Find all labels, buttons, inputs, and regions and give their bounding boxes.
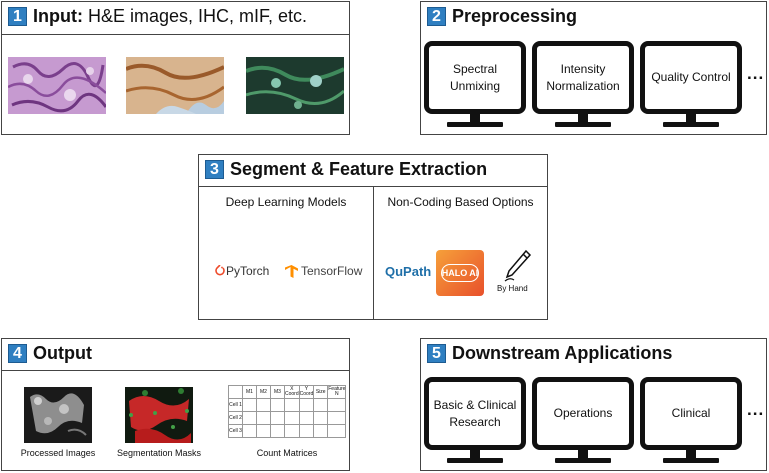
- he-image: [8, 57, 106, 114]
- step-badge: 2: [427, 7, 446, 26]
- monitor-intensity-normalization: Intensity Normalization: [532, 41, 634, 131]
- by-hand-label: By Hand: [497, 284, 528, 293]
- preprocessing-panel: 2 Preprocessing Spectral Unmixing Intens…: [420, 1, 767, 135]
- caption-segmentation-masks: Segmentation Masks: [116, 448, 202, 458]
- matrix-header: X Coord: [284, 385, 300, 399]
- column-divider: [373, 186, 374, 319]
- monitor-label: Operations: [532, 377, 634, 450]
- monitor-operations: Operations: [532, 377, 634, 467]
- matrix-header: Y Coord: [298, 385, 315, 399]
- step-badge: 3: [205, 160, 224, 179]
- monitor-quality-control: Quality Control: [640, 41, 742, 131]
- monitor-label: Intensity Normalization: [532, 41, 634, 114]
- title-text: Segment & Feature Extraction: [230, 159, 488, 179]
- qupath-logo: QuPath: [385, 264, 432, 279]
- ai-label: AI: [469, 268, 479, 278]
- matrix-header: Size: [313, 385, 329, 399]
- count-matrix-table: M1 M2 M3 X Coord Y Coord Size Feature N …: [228, 385, 347, 438]
- output-title: 4 Output: [8, 343, 92, 364]
- matrix-row-label: Cell 2: [228, 411, 243, 425]
- pytorch-label: PyTorch: [226, 264, 270, 278]
- step-badge: 5: [427, 344, 446, 363]
- preprocessing-title: 2 Preprocessing: [427, 6, 577, 27]
- tensorflow-label: TensorFlow: [301, 264, 363, 278]
- caption-count-matrices: Count Matrices: [256, 448, 318, 458]
- matrix-header: Feature N: [327, 385, 347, 399]
- pytorch-flame-icon: [215, 265, 225, 276]
- segment-panel: 3 Segment & Feature Extraction Deep Lear…: [198, 154, 548, 320]
- ihc-image: [126, 57, 224, 114]
- output-panel: 4 Output M1 M2 M3 X Coord Y Coord Size F…: [1, 338, 350, 471]
- monitor-label: Spectral Unmixing: [424, 41, 526, 114]
- monitor-clinical: Clinical: [640, 377, 742, 467]
- matrix-row-label: Cell 1: [228, 398, 243, 412]
- matrix-header: M1: [242, 385, 257, 399]
- halo-ai-logo: HALO AI: [436, 250, 484, 296]
- tensorflow-logo: TensorFlow: [285, 264, 362, 278]
- segmentation-mask-image: [125, 387, 193, 443]
- title-rest: H&E images, IHC, mIF, etc.: [87, 6, 308, 26]
- tensorflow-icon: [285, 264, 298, 278]
- pytorch-logo: PyTorch: [215, 264, 269, 278]
- monitor-label: Basic & Clinical Research: [424, 377, 526, 450]
- monitor-basic-clinical-research: Basic & Clinical Research: [424, 377, 526, 467]
- step-badge: 4: [8, 344, 27, 363]
- downstream-panel: 5 Downstream Applications Basic & Clinic…: [420, 338, 767, 471]
- mif-image: [246, 57, 344, 114]
- matrix-header: M3: [270, 385, 285, 399]
- caption-processed-images: Processed Images: [20, 448, 96, 458]
- divider: [2, 370, 349, 371]
- input-panel-title: 1 Input: H&E images, IHC, mIF, etc.: [8, 6, 307, 27]
- matrix-header: M2: [256, 385, 271, 399]
- more-ellipsis: ...: [747, 400, 765, 419]
- non-coding-heading: Non-Coding Based Options: [387, 195, 534, 209]
- title-text: Output: [33, 343, 92, 363]
- divider: [2, 34, 349, 35]
- halo-label: HALO: [441, 268, 468, 278]
- title-text: Downstream Applications: [452, 343, 673, 363]
- monitor-label: Clinical: [640, 377, 742, 450]
- title-text: Preprocessing: [452, 6, 578, 26]
- more-ellipsis: ...: [747, 64, 765, 83]
- processed-image: [24, 387, 92, 443]
- input-panel: 1 Input: H&E images, IHC, mIF, etc.: [1, 1, 350, 135]
- monitor-label: Quality Control: [640, 41, 742, 114]
- segment-title: 3 Segment & Feature Extraction: [205, 159, 487, 180]
- pen-icon: [504, 249, 532, 282]
- matrix-row-label: Cell 3: [228, 424, 243, 438]
- downstream-title: 5 Downstream Applications: [427, 343, 672, 364]
- title-bold: Input:: [33, 6, 83, 26]
- monitor-spectral-unmixing: Spectral Unmixing: [424, 41, 526, 131]
- deep-learning-heading: Deep Learning Models: [225, 195, 347, 209]
- step-badge: 1: [8, 7, 27, 26]
